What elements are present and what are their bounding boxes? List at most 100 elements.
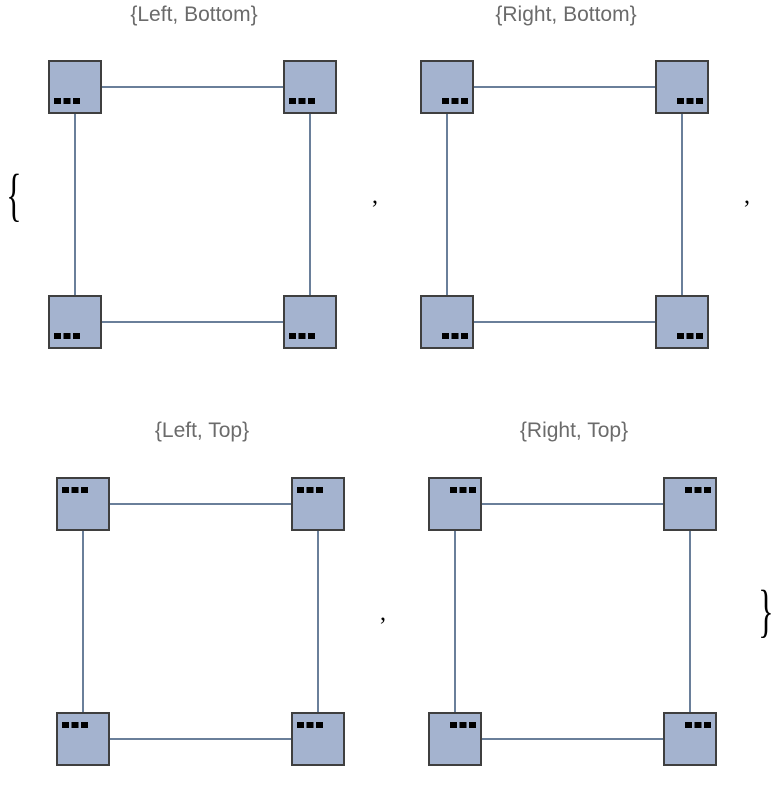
panel-title-left-bottom: {Left, Bottom} — [130, 3, 258, 26]
node-box — [291, 477, 345, 531]
separator-comma-2: , — [744, 183, 750, 209]
node-box — [56, 477, 110, 531]
node-box — [428, 477, 482, 531]
node-bottom-left — [428, 712, 482, 766]
ellipsis-dot — [442, 98, 449, 104]
ellipsis-dot — [461, 333, 468, 339]
ellipsis-dot — [62, 722, 69, 728]
ellipsis-dot — [696, 333, 703, 339]
node-box — [428, 712, 482, 766]
panel-title-right-top: {Right, Top} — [519, 419, 629, 442]
ellipsis-dot — [694, 722, 702, 728]
node-box — [663, 712, 717, 766]
ellipsis-dot — [677, 98, 684, 104]
node-top-right — [663, 477, 717, 531]
ellipsis-dot — [289, 98, 296, 104]
ellipsis-dot — [451, 333, 459, 339]
ellipsis-dot — [71, 722, 79, 728]
close-brace: } — [758, 582, 771, 640]
node-bottom-right — [663, 712, 717, 766]
ellipsis-dot — [73, 98, 80, 104]
node-top-left — [48, 60, 102, 114]
separator-comma-3: , — [380, 600, 386, 626]
ellipsis-icon — [685, 487, 711, 493]
ellipsis-icon — [297, 487, 323, 493]
graph-panel-left-top — [56, 477, 345, 766]
node-box — [56, 712, 110, 766]
ellipsis-dot — [469, 487, 476, 493]
node-box — [655, 60, 709, 114]
ellipsis-dot — [704, 722, 711, 728]
open-brace: { — [6, 162, 22, 227]
ellipsis-dot — [298, 333, 306, 339]
node-bottom-left — [56, 712, 110, 766]
ellipsis-dot — [298, 98, 306, 104]
ellipsis-dot — [450, 722, 457, 728]
ellipsis-dot — [696, 98, 703, 104]
node-bottom-right — [291, 712, 345, 766]
ellipsis-dot — [451, 98, 459, 104]
ellipsis-icon — [450, 722, 476, 728]
ellipsis-dot — [459, 722, 467, 728]
ellipsis-dot — [685, 487, 692, 493]
ellipsis-dot — [469, 722, 476, 728]
node-bottom-left — [48, 295, 102, 349]
ellipsis-icon — [62, 722, 88, 728]
node-bottom-right — [655, 295, 709, 349]
node-box — [663, 477, 717, 531]
node-box — [655, 295, 709, 349]
ellipsis-dot — [81, 722, 88, 728]
ellipsis-icon — [54, 333, 80, 339]
ellipsis-dot — [63, 333, 71, 339]
ellipsis-icon — [297, 722, 323, 728]
ellipsis-dot — [54, 98, 61, 104]
ellipsis-dot — [694, 487, 702, 493]
node-top-right — [283, 60, 337, 114]
ellipsis-dot — [677, 333, 684, 339]
ellipsis-dot — [81, 487, 88, 493]
node-top-left — [420, 60, 474, 114]
node-bottom-right — [283, 295, 337, 349]
graph-panel-right-top — [428, 477, 717, 766]
node-top-right — [655, 60, 709, 114]
ellipsis-dot — [71, 487, 79, 493]
panel-title-right-bottom: {Right, Bottom} — [495, 3, 637, 26]
ellipsis-dot — [297, 722, 304, 728]
node-top-left — [56, 477, 110, 531]
ellipsis-icon — [442, 98, 468, 104]
node-top-right — [291, 477, 345, 531]
ellipsis-dot — [686, 333, 694, 339]
ellipsis-dot — [73, 333, 80, 339]
node-box — [291, 712, 345, 766]
node-box — [283, 295, 337, 349]
ellipsis-icon — [677, 98, 703, 104]
ellipsis-dot — [442, 333, 449, 339]
ellipsis-dot — [316, 487, 323, 493]
ellipsis-dot — [459, 487, 467, 493]
ellipsis-dot — [704, 487, 711, 493]
ellipsis-icon — [442, 333, 468, 339]
ellipsis-dot — [62, 487, 69, 493]
separator-comma-1: , — [372, 183, 378, 209]
node-bottom-left — [420, 295, 474, 349]
node-top-left — [428, 477, 482, 531]
ellipsis-icon — [289, 98, 315, 104]
node-box — [48, 60, 102, 114]
ellipsis-dot — [63, 98, 71, 104]
ellipsis-dot — [450, 487, 457, 493]
ellipsis-dot — [54, 333, 61, 339]
node-box — [420, 295, 474, 349]
ellipsis-dot — [308, 98, 315, 104]
ellipsis-icon — [450, 487, 476, 493]
ellipsis-dot — [289, 333, 296, 339]
graph-panel-right-bottom — [420, 60, 709, 349]
ellipsis-dot — [297, 487, 304, 493]
node-box — [420, 60, 474, 114]
ellipsis-dot — [685, 722, 692, 728]
node-box — [48, 295, 102, 349]
ellipsis-icon — [289, 333, 315, 339]
ellipsis-icon — [685, 722, 711, 728]
ellipsis-dot — [316, 722, 323, 728]
node-box — [283, 60, 337, 114]
panel-title-left-top: {Left, Top} — [154, 419, 250, 442]
